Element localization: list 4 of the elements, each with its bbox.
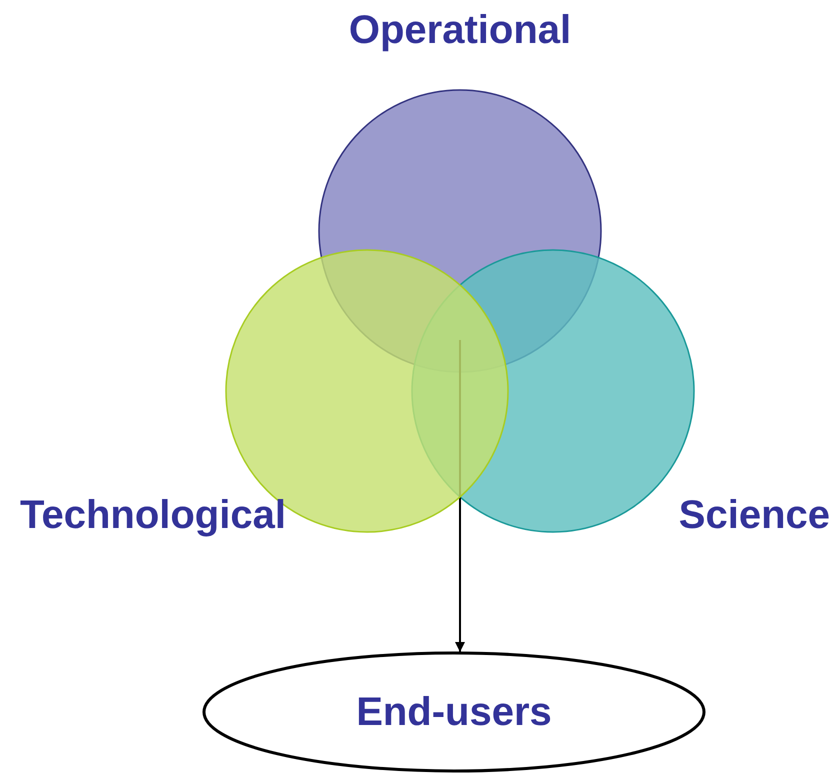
node-label: Operational (348, 7, 572, 54)
node-label: Science (678, 492, 830, 539)
node-label: Technological (20, 492, 287, 539)
node-label: End-users (355, 689, 553, 736)
